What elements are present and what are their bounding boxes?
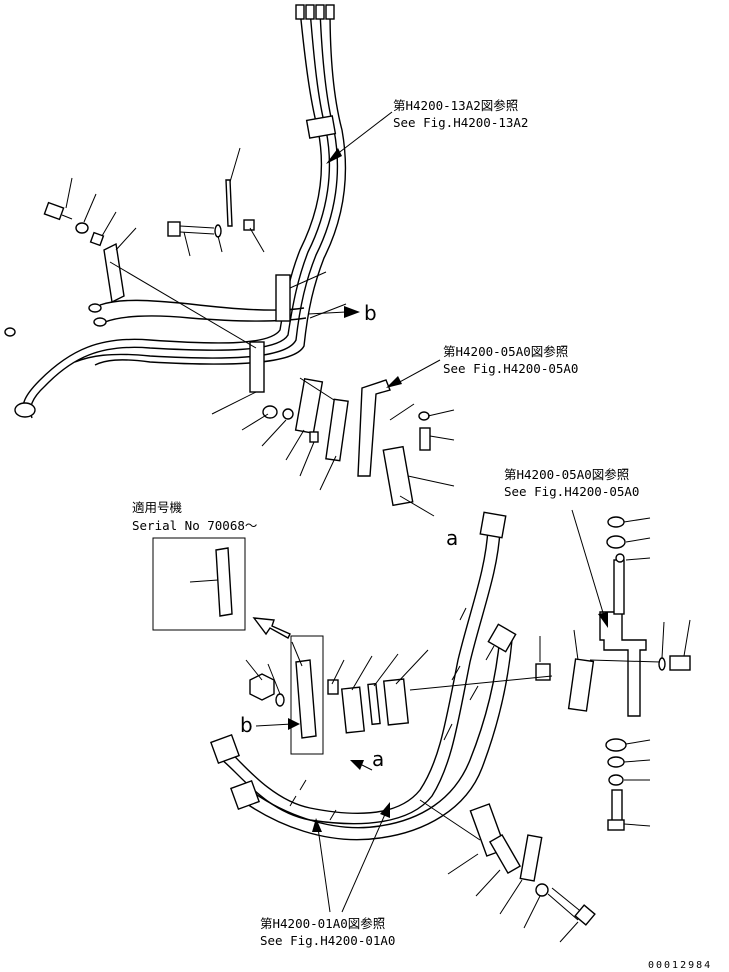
ref-top-en: See Fig.H4200-13A2 [393,115,528,130]
serial-label-en: Serial No 70068～ [132,518,257,533]
ref-mid-jp: 第H4200-05A0図参照 [443,344,568,359]
ref-mid-en: See Fig.H4200-05A0 [443,361,578,376]
ref-bottom-jp: 第H4200-01A0図参照 [260,916,385,931]
upper-hose-bundle [4,4,347,419]
lower-leader-lines [245,517,691,943]
marker-b-upper: b [364,301,377,325]
lower-arrows [252,509,608,913]
ref-right-jp: 第H4200-05A0図参照 [504,467,629,482]
lower-parts [249,516,691,926]
serial-detail-inset [152,537,324,755]
serial-label-jp: 適用号機 [132,500,183,515]
upper-parts [43,179,431,507]
drawing-code: 00012984 [648,960,712,971]
lower-hoses [210,511,517,841]
upper-arrows [307,111,441,388]
ref-top-jp: 第H4200-13A2図参照 [393,98,518,113]
marker-b-lower: b [240,713,253,737]
upper-leader-lines [65,147,455,517]
ref-right-en: See Fig.H4200-05A0 [504,484,639,499]
marker-a-upper: a [446,526,458,550]
marker-a-lower: a [372,747,384,771]
ref-bottom-en: See Fig.H4200-01A0 [260,933,395,948]
